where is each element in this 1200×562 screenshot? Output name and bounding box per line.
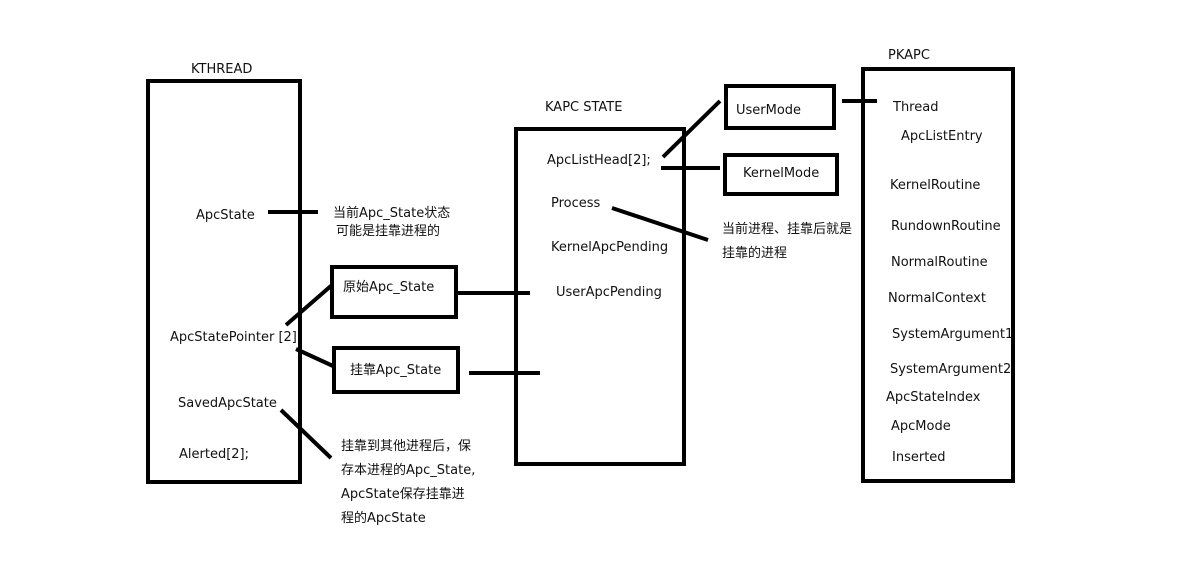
note-apcstate: 可能是挂靠进程的 xyxy=(336,224,441,239)
pkapc-field: RundownRoutine xyxy=(891,219,1001,234)
kthread-field-apcstate: ApcState xyxy=(196,208,255,223)
note-saved: 挂靠到其他进程后，保 xyxy=(341,439,472,454)
kernelmode-label: KernelMode xyxy=(743,166,820,181)
note-saved: ApcState保存挂靠进 xyxy=(341,487,465,502)
attached-apc-state-label: 挂靠Apc_State xyxy=(350,363,442,378)
kthread-field-alerted: Alerted[2]; xyxy=(179,447,249,462)
kernelmode-box xyxy=(723,153,839,196)
pkapc-field: Thread xyxy=(893,100,939,115)
pkapc-struct xyxy=(861,67,1015,483)
kapc-field-process: Process xyxy=(551,196,601,211)
connector-listhead-usermode xyxy=(661,99,722,159)
pkapc-title: PKAPC xyxy=(888,48,930,63)
kthread-struct xyxy=(146,79,302,484)
note-process: 挂靠的进程 xyxy=(722,246,788,261)
kapc-field-apclisthead: ApcListHead[2]; xyxy=(547,153,651,168)
kthread-title: KTHREAD xyxy=(191,62,253,77)
note-saved: 存本进程的Apc_State, xyxy=(341,463,476,478)
original-apc-state-label: 原始Apc_State xyxy=(343,280,435,295)
connector-process-note xyxy=(611,206,709,242)
pkapc-field: ApcMode xyxy=(891,419,951,434)
pkapc-field: ApcListEntry xyxy=(901,129,983,144)
kapc-state-struct xyxy=(514,127,686,466)
kapc-field-userapcpending: UserApcPending xyxy=(556,285,662,300)
kapc-field-kernelapcpending: KernelApcPending xyxy=(551,240,669,255)
note-apcstate: 当前Apc_State状态 xyxy=(333,206,451,221)
connector-saved-note xyxy=(279,408,333,460)
note-saved: 程的ApcState xyxy=(341,511,426,526)
pkapc-field: NormalContext xyxy=(888,291,986,306)
connector-pointer-attached xyxy=(295,347,334,368)
original-apc-state-box xyxy=(330,265,458,319)
pkapc-field: SystemArgument1 xyxy=(892,327,1012,342)
pkapc-field: ApcStateIndex xyxy=(886,390,981,405)
note-process: 当前进程、挂靠后就是 xyxy=(722,222,853,237)
kthread-field-apcstatepointer: ApcStatePointer [2] xyxy=(170,330,297,345)
kthread-field-savedapcstate: SavedApcState xyxy=(178,396,277,411)
pkapc-field: NormalRoutine xyxy=(891,255,988,270)
usermode-box xyxy=(724,84,836,130)
connector-pointer-original xyxy=(284,283,334,327)
attached-apc-state-box xyxy=(332,346,460,394)
pkapc-field: KernelRoutine xyxy=(890,178,981,193)
pkapc-field: SystemArgument2 xyxy=(890,362,1012,377)
pkapc-field: Inserted xyxy=(892,450,946,465)
kapc-state-title: KAPC STATE xyxy=(545,100,623,115)
usermode-label: UserMode xyxy=(736,103,802,118)
